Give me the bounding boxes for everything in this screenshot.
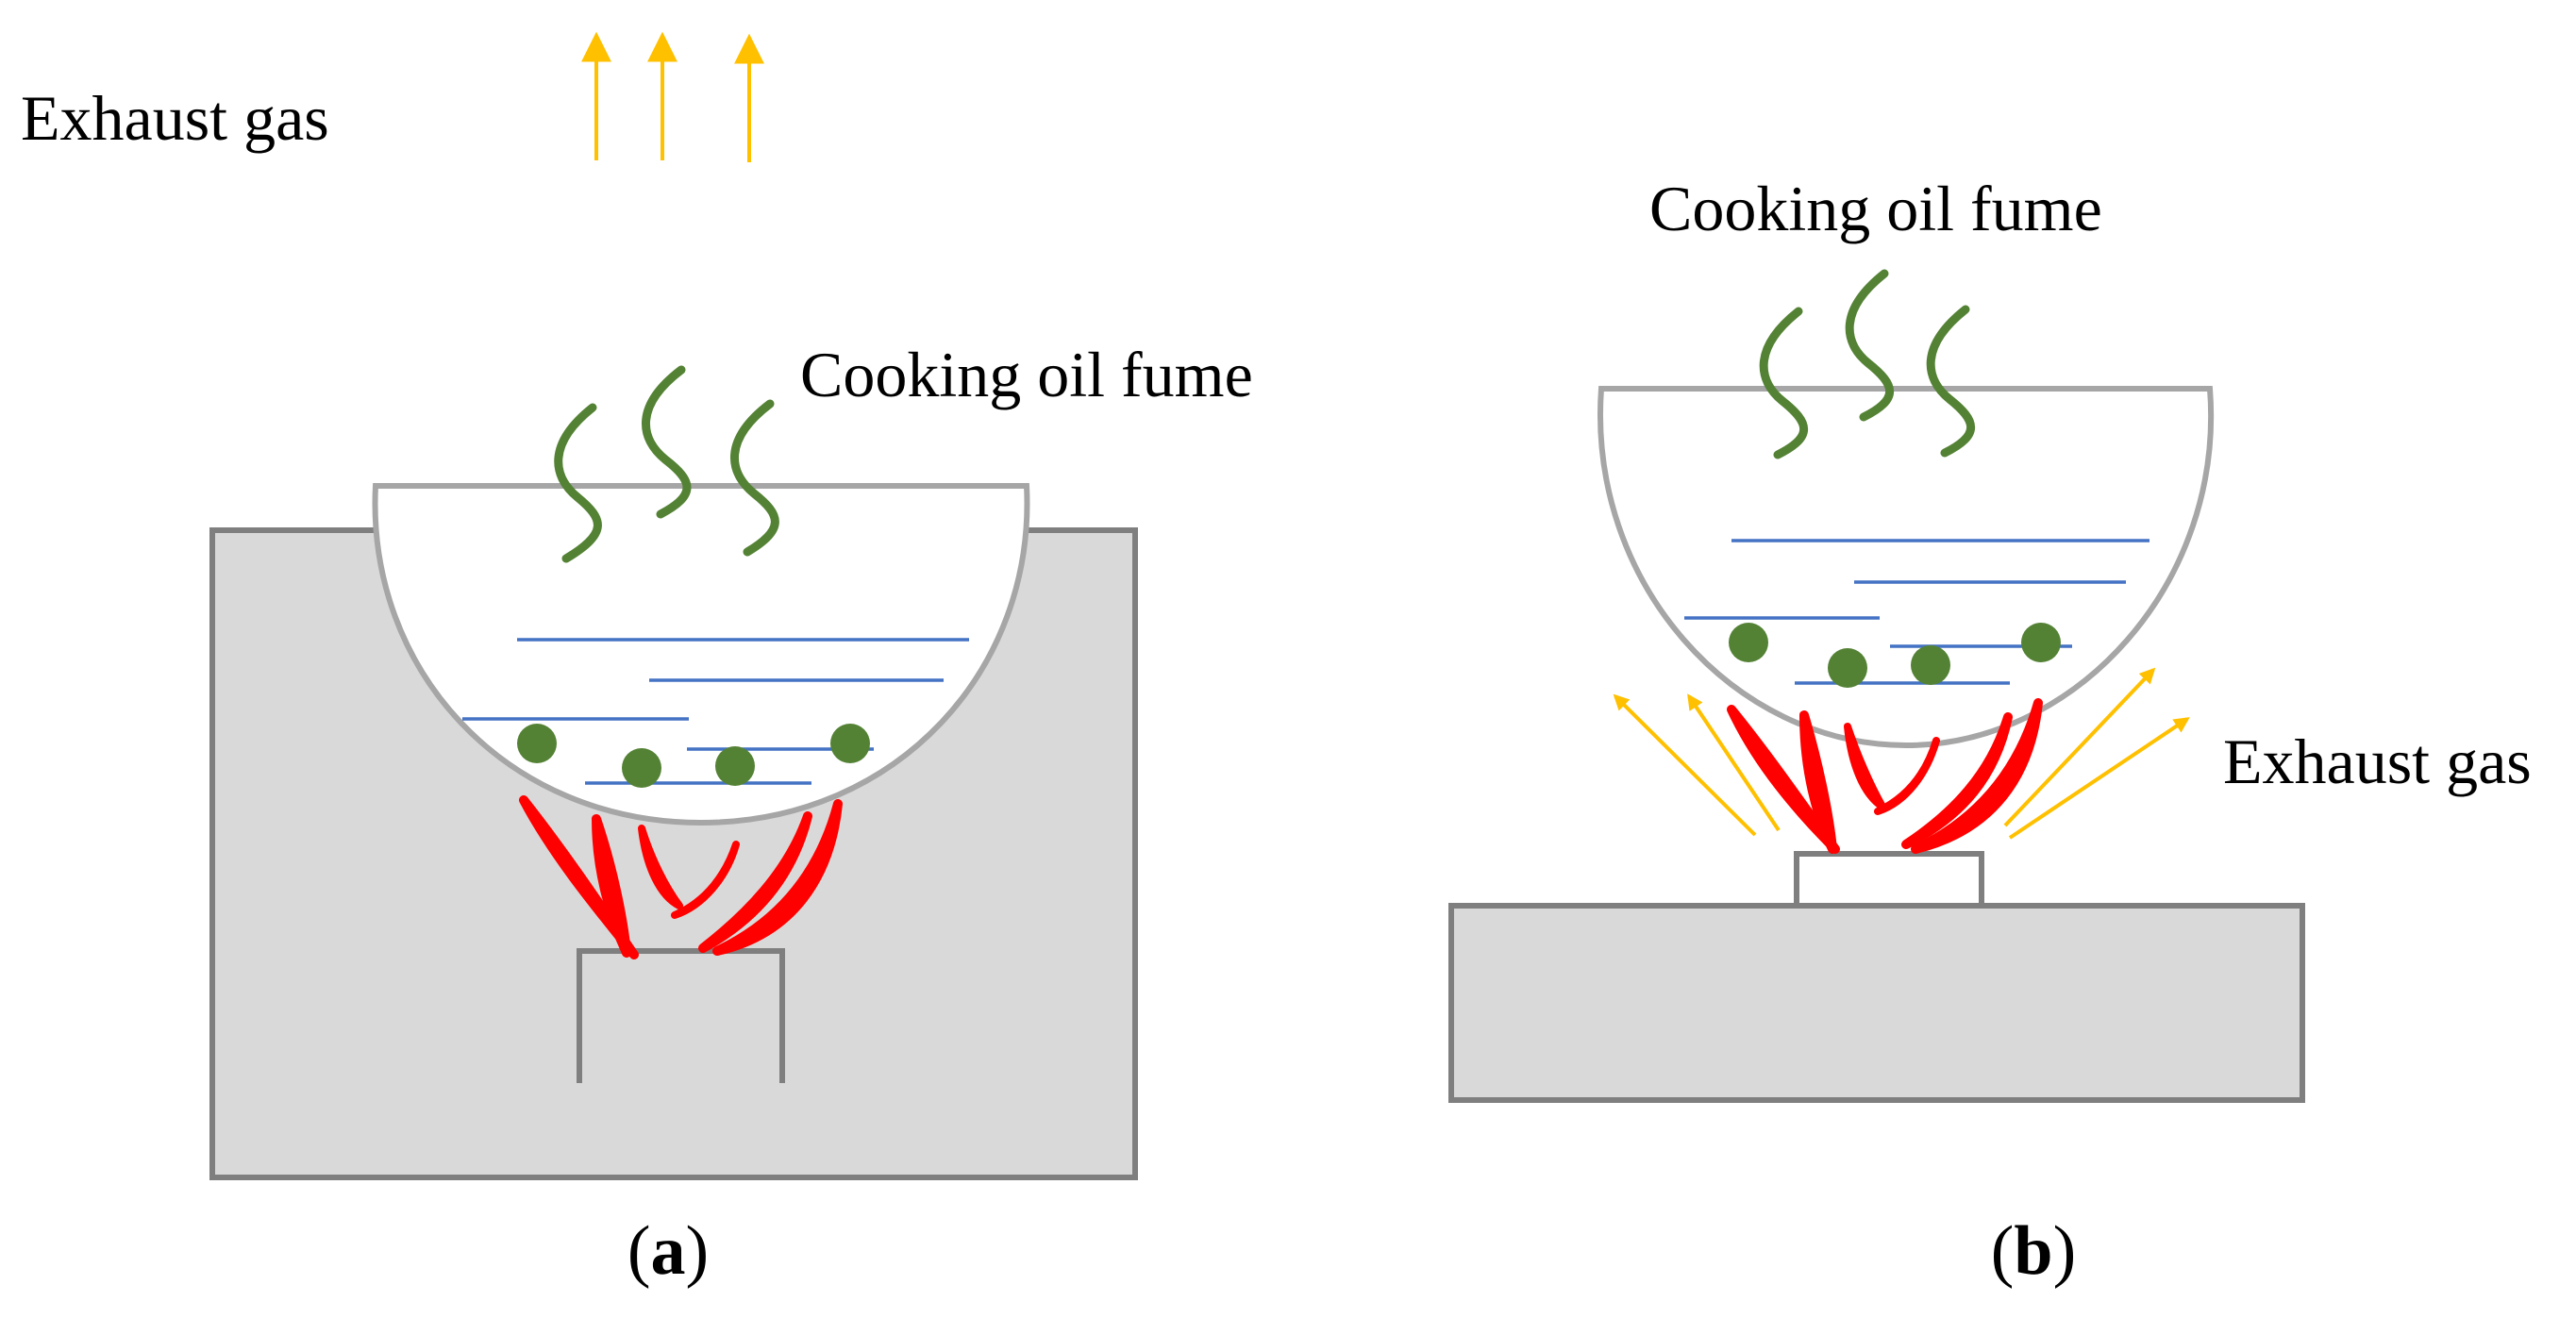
fume-wave	[1759, 307, 1809, 459]
caption-open-paren: (	[627, 1212, 651, 1290]
panel-b-burner	[1794, 851, 1984, 909]
panel-b-oil-lines	[1684, 539, 2149, 685]
food-particle	[2021, 623, 2061, 662]
panel-a-fume-label: Cooking oil fume	[800, 339, 1253, 410]
panel-b-fume	[1759, 269, 1976, 459]
food-particle	[1828, 648, 1867, 688]
food-particle	[830, 724, 870, 763]
panel-b-exhaust-arrows	[1613, 667, 2190, 840]
panel-b-stove-base	[1448, 903, 2305, 1103]
exhaust-arrow	[2008, 717, 2190, 840]
panel-b-exhaust-label: Exhaust gas	[2223, 726, 2532, 797]
flame	[712, 799, 843, 956]
food-particle	[1911, 645, 1950, 685]
flame	[1911, 698, 2043, 854]
panel-a-flames	[519, 795, 843, 959]
panel-a: Exhaust gas	[21, 31, 1253, 1290]
panel-a-fume	[554, 365, 779, 563]
fume-wave	[1926, 305, 1976, 458]
flame	[1901, 712, 2013, 849]
flame	[1874, 737, 1940, 815]
exhaust-arrow	[2003, 667, 2156, 827]
fume-wave	[554, 403, 602, 563]
flame	[1799, 710, 1837, 854]
food-particle	[517, 724, 557, 763]
fume-wave	[730, 399, 779, 557]
flame	[519, 795, 639, 959]
panel-b-wok	[1597, 386, 2215, 749]
fume-wave	[1845, 269, 1895, 422]
panel-a-exhaust-label: Exhaust gas	[21, 82, 329, 154]
fume-wave	[642, 365, 692, 519]
flame	[638, 825, 683, 909]
panel-b-fume-label: Cooking oil fume	[1649, 173, 2102, 244]
caption-close-paren: )	[2053, 1212, 2077, 1290]
panel-b-caption: (b)	[1991, 1212, 2076, 1290]
panel-a-food-particles	[517, 724, 870, 788]
food-particle	[622, 748, 661, 788]
panel-a-burner	[577, 948, 785, 1083]
caption-letter: b	[2014, 1212, 2052, 1290]
exhaust-arrow	[1687, 693, 1781, 832]
food-particle	[715, 746, 755, 786]
food-particle	[1729, 623, 1768, 662]
flame	[671, 841, 740, 919]
caption-letter: a	[651, 1212, 686, 1290]
caption-close-paren: )	[686, 1212, 710, 1290]
panel-b: Exhaust gas Cooking oil fume	[1448, 173, 2532, 1290]
panel-b-flames	[1727, 698, 2043, 854]
flame	[592, 814, 631, 958]
caption-open-paren: (	[1991, 1212, 2015, 1290]
panel-a-caption: (a)	[627, 1212, 709, 1290]
exhaust-arrow	[1613, 693, 1757, 837]
panel-a-exhaust-arrows	[581, 31, 764, 162]
panel-b-food-particles	[1729, 623, 2061, 688]
flame	[698, 811, 812, 953]
